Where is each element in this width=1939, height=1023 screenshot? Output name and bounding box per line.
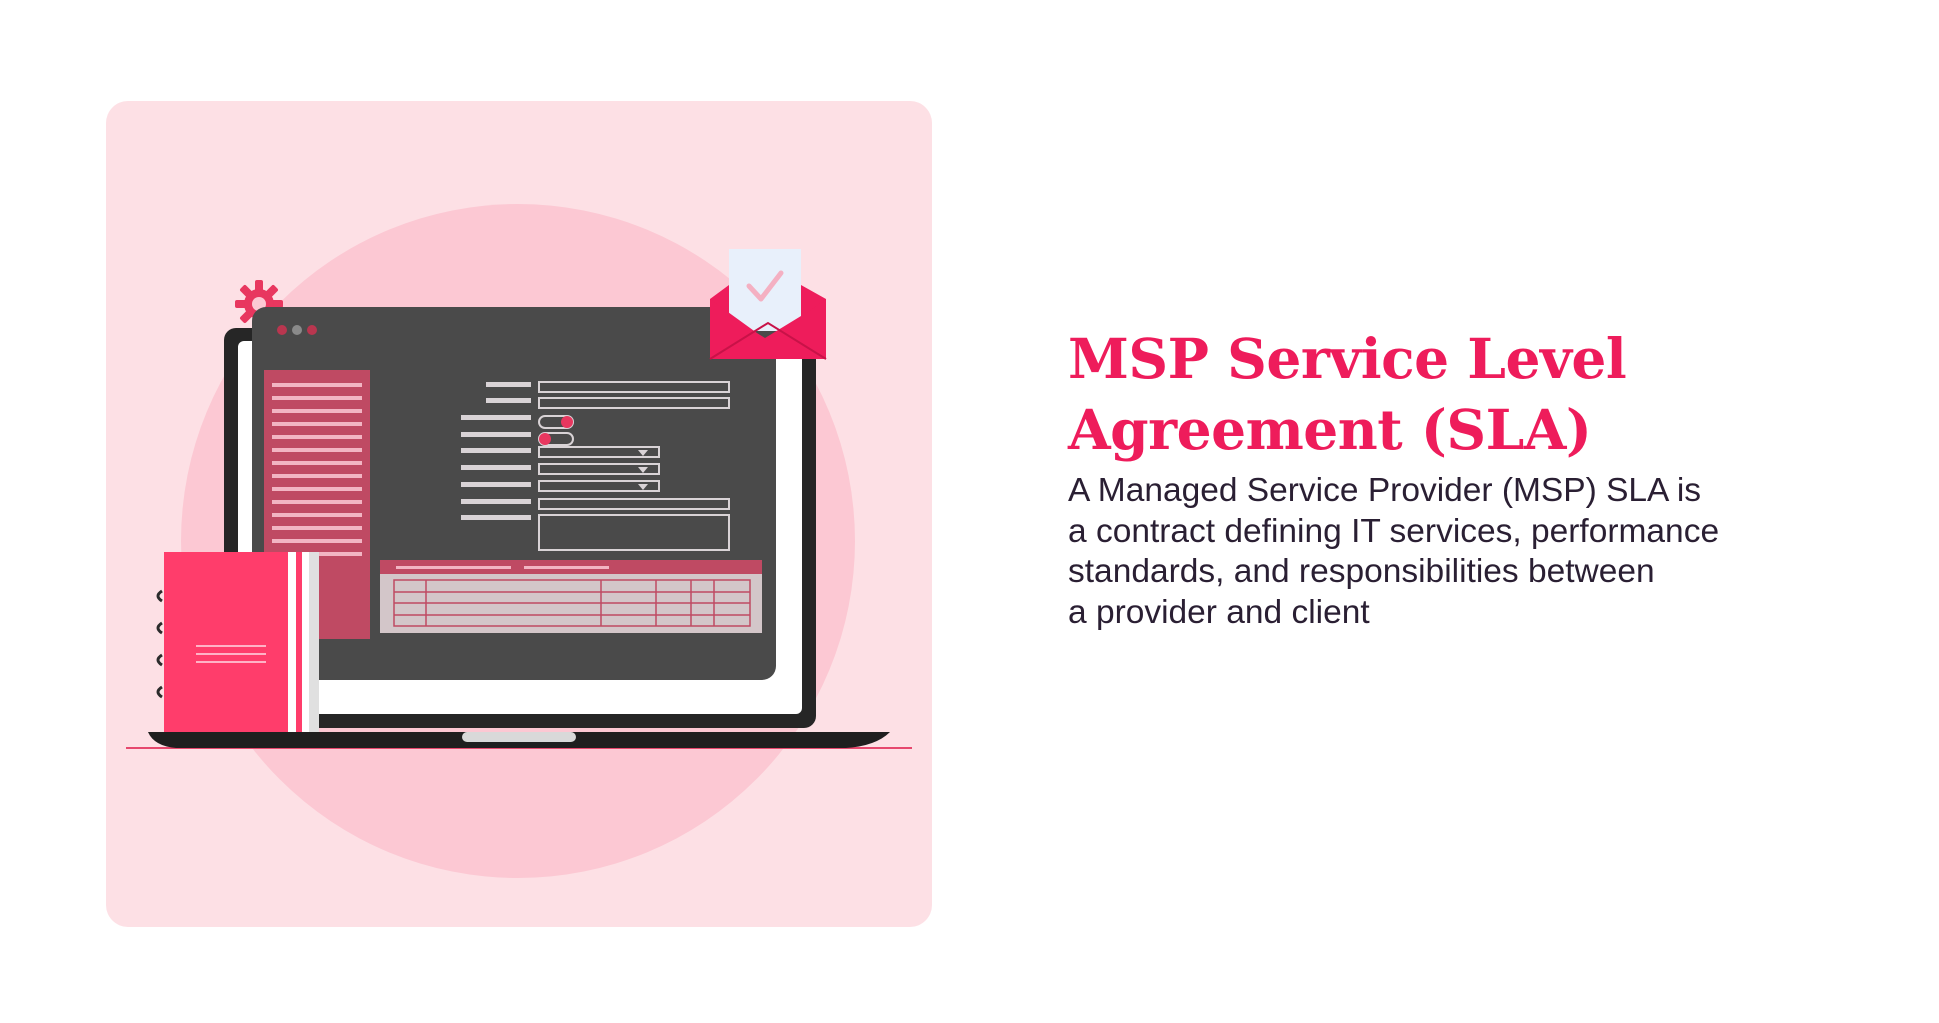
title-line: Agreement (SLA)	[1068, 397, 1592, 462]
toggle-switches	[538, 415, 574, 446]
notebook-icon	[156, 552, 319, 732]
form-labels	[461, 382, 531, 520]
envelope-icon	[709, 249, 827, 360]
description-line: a provider and client	[1068, 593, 1370, 631]
laptop-illustration	[126, 204, 912, 878]
window-dot	[292, 325, 302, 335]
table-grid	[393, 579, 751, 627]
form-inputs	[538, 381, 730, 551]
laptop-hinge	[462, 732, 576, 742]
description-line: A Managed Service Provider (MSP) SLA is	[1068, 472, 1702, 509]
dropdown-arrows	[638, 450, 648, 490]
title-line: MSP Service Level	[1068, 326, 1627, 391]
window-dot	[277, 325, 287, 335]
checkmark-icon	[746, 270, 784, 302]
description-line: a contract defining IT services, perform…	[1068, 512, 1720, 550]
description-line: standards, and responsibilities between	[1068, 553, 1655, 590]
description: A Managed Service Provider (MSP) SLA is …	[1068, 471, 1888, 633]
text-block: MSP Service Level Agreement (SLA) A Mana…	[1068, 323, 1888, 633]
page-title: MSP Service Level Agreement (SLA)	[1068, 323, 1888, 465]
window-dot	[307, 325, 317, 335]
illustration-panel	[106, 101, 932, 927]
